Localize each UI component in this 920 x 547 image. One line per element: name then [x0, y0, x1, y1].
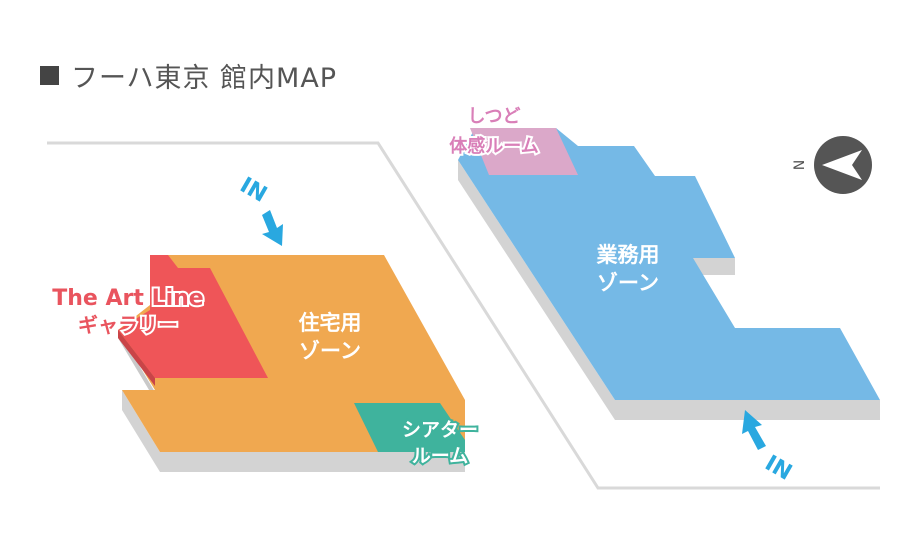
business-label-line1: 業務用 — [597, 243, 660, 267]
business-side-notch — [693, 258, 735, 275]
business-label-line2: ゾーン — [597, 271, 659, 295]
work-label-line2: 体感ルーム — [449, 135, 538, 157]
business-building — [458, 128, 880, 420]
entrance-right-arrow-icon — [742, 410, 766, 450]
north-arrow-icon — [822, 150, 862, 180]
gallery-side — [118, 330, 155, 386]
entrance-left-arrow-icon — [262, 210, 283, 246]
work-label: しつど 体感ルーム — [447, 104, 540, 159]
business-label: 業務用 ゾーン — [597, 243, 660, 295]
business-zone — [458, 128, 880, 400]
residential-label-line1: 住宅用 — [299, 311, 362, 335]
residential-label: 住宅用 ゾーン — [299, 311, 362, 363]
residential-label-line2: ゾーン — [299, 339, 361, 363]
residential-side — [122, 390, 465, 472]
theater-label-line1: シアター — [402, 419, 478, 441]
entrance-right-label: IN — [760, 451, 796, 486]
compass-label: N — [792, 160, 808, 170]
gallery-label-line1: The Art Line — [52, 286, 203, 311]
gallery-label-line2: ギャラリー — [78, 313, 178, 337]
page-title: フーハ東京 館内MAP — [40, 56, 337, 95]
work-label-line1: しつど — [468, 106, 521, 127]
title-square-icon — [40, 66, 59, 85]
compass: N — [792, 136, 872, 194]
property-outline — [47, 141, 880, 490]
residential-building — [118, 255, 465, 472]
entrance-left-label: IN — [235, 173, 271, 208]
gallery-room — [118, 255, 268, 378]
gallery-label: The Art Line ギャラリー — [50, 284, 205, 339]
theater-label: シアター ルーム — [400, 417, 480, 469]
work-room — [470, 128, 578, 175]
entrance-right: IN — [742, 410, 796, 486]
title-text: フーハ東京 館内MAP — [71, 63, 338, 94]
theater-label-line2: ルーム — [412, 445, 468, 467]
business-side — [458, 160, 880, 420]
theater-room — [354, 403, 465, 452]
entrance-left: IN — [235, 173, 283, 246]
